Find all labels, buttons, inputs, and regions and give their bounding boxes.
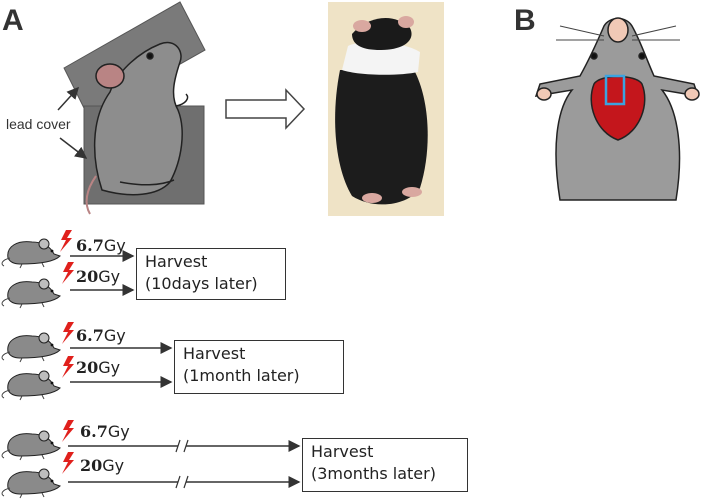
group2-dose-high: 6.7Gy [76,326,126,345]
group3-harvest-box: Harvest (3months later) [302,438,468,492]
group1-dose-high-unit: Gy [103,236,126,255]
lead-cover-label: lead cover [6,116,71,132]
group1-dose-low: 20Gy [76,267,120,286]
process-arrow [225,88,306,130]
group2-harvest-box: Harvest (1month later) [174,340,344,394]
group3-dose-high-value: 6.7 [80,422,108,441]
group3-dose-low: 20Gy [80,456,124,475]
group1-dose-high: 6.7Gy [76,236,126,255]
group1-dose-low-value: 20 [76,267,99,286]
group1-mouse-a [1,238,61,269]
group3-dose-low-unit: Gy [102,456,125,475]
group3-dose-low-value: 20 [80,456,103,475]
group2-mouse-b [1,370,61,401]
region-of-interest-box [604,74,626,106]
group1-dose-low-unit: Gy [98,267,121,286]
mouse-photo [328,2,444,216]
group1-harvest-time: (10days later) [145,274,258,293]
lead-arrow-lower [59,137,88,159]
group2-dose-low-unit: Gy [98,358,121,377]
group3-harvest-title: Harvest [311,442,374,461]
group1-bolt-a [60,230,72,252]
group3-mouse-a [1,430,61,461]
group2-harvest-time: (1month later) [183,366,300,385]
group2-dose-high-unit: Gy [103,326,126,345]
group1-harvest-box: Harvest (10days later) [136,248,286,300]
group2-mouse-a [1,332,61,363]
experiment-rows-drawing [1,230,301,499]
group3-bolt-b [62,452,74,474]
group2-dose-low-value: 20 [76,358,99,377]
group1-bolt-b [62,262,74,284]
group1-harvest-title: Harvest [145,252,208,271]
group2-dose-low: 20Gy [76,358,120,377]
group1-dose-high-value: 6.7 [76,236,104,255]
group2-bolt-b [62,356,74,378]
mouse-cartoon-standing [85,41,189,215]
group1-mouse-b [1,278,61,309]
group3-bolt-a [62,420,74,442]
group2-bolt-a [62,322,74,344]
group2-harvest-title: Harvest [183,344,246,363]
mouse-cartoon-ventral [534,17,700,201]
panel-a-label: A [2,4,24,37]
group3-harvest-time: (3months later) [311,464,436,483]
group3-mouse-b [1,468,61,499]
group3-dose-high-unit: Gy [107,422,130,441]
lead-arrow-upper [57,86,80,111]
panel-b-label: B [514,4,536,37]
group3-dose-high: 6.7Gy [80,422,130,441]
group2-dose-high-value: 6.7 [76,326,104,345]
